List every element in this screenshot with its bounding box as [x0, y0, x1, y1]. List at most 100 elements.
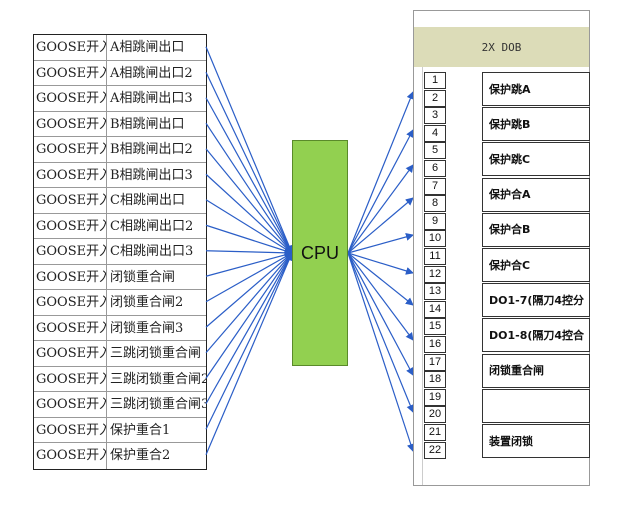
- input-arrow: [205, 252, 293, 379]
- input-arrow: [205, 252, 293, 328]
- goose-input-row: GOOSE开入闭锁重合闸3: [34, 315, 206, 341]
- input-arrow: [205, 252, 293, 430]
- terminal-14: 14: [424, 300, 446, 318]
- goose-input-name: 保护重合2: [110, 448, 171, 463]
- output-function-box: DO1-8(隔刀4控合: [482, 318, 590, 353]
- goose-input-row: GOOSE开入保护重合2: [34, 443, 206, 469]
- terminal-18: 18: [424, 371, 446, 389]
- output-function-box: 保护合A: [482, 177, 590, 212]
- input-arrow: [205, 252, 293, 303]
- goose-input-name: C相跳闸出口2: [110, 218, 194, 234]
- output-function-box: 闭锁重合闸: [482, 353, 590, 388]
- goose-input-name: 三跳闭锁重合闸3: [110, 397, 206, 412]
- input-arrow: [205, 252, 293, 354]
- terminal-5: 5: [424, 142, 446, 160]
- output-function-box: 装置闭锁: [482, 424, 590, 458]
- goose-input-name: C相跳闸出口: [110, 193, 185, 208]
- terminal-17: 17: [424, 353, 446, 371]
- terminal-4: 4: [424, 124, 446, 142]
- goose-input-row: GOOSE开入保护重合1: [34, 417, 206, 443]
- input-arrow: [205, 148, 293, 254]
- output-function-box: 保护跳C: [482, 142, 590, 177]
- output-arrow: [347, 252, 414, 341]
- goose-input-type: GOOSE开入: [34, 35, 107, 60]
- input-arrow: [205, 248, 293, 257]
- input-arrow: [205, 71, 293, 254]
- goose-input-type: GOOSE开入: [34, 366, 107, 391]
- output-function-box: 保护跳A: [482, 72, 590, 106]
- terminal-12: 12: [424, 265, 446, 283]
- output-arrow: [347, 197, 414, 254]
- output-arrow: [347, 252, 415, 452]
- goose-input-row: GOOSE开入闭锁重合闸2: [34, 290, 206, 316]
- terminal-16: 16: [424, 336, 446, 353]
- output-arrow: [347, 252, 414, 275]
- goose-input-type: GOOSE开入: [34, 315, 107, 340]
- goose-input-row: GOOSE开入三跳闭锁重合闸3: [34, 392, 206, 418]
- output-arrow: [347, 252, 414, 306]
- goose-input-name: B相跳闸出口3: [110, 167, 193, 183]
- input-arrow: [205, 224, 293, 255]
- goose-input-type: GOOSE开入: [34, 264, 107, 289]
- goose-input-type: GOOSE开入: [34, 290, 107, 315]
- terminal-3: 3: [424, 107, 446, 125]
- goose-input-type: GOOSE开入: [34, 111, 107, 136]
- input-arrow: [205, 252, 293, 405]
- goose-input-name: 保护重合1: [110, 422, 171, 438]
- output-arrow: [347, 91, 415, 254]
- terminal-21: 21: [424, 424, 446, 441]
- terminal-2: 2: [424, 89, 446, 107]
- goose-input-row: GOOSE开入闭锁重合闸: [34, 264, 206, 290]
- input-arrow: [205, 97, 293, 254]
- output-arrow: [347, 233, 414, 254]
- terminal-6: 6: [424, 160, 446, 177]
- goose-input-type: GOOSE开入: [34, 86, 107, 111]
- goose-input-type: GOOSE开入: [34, 188, 107, 213]
- goose-input-row: GOOSE开入三跳闭锁重合闸2: [34, 366, 206, 392]
- output-arrow: [347, 252, 415, 413]
- goose-input-name: B相跳闸出口: [110, 116, 185, 132]
- output-function-box: 保护合C: [482, 248, 590, 282]
- input-arrow: [205, 122, 293, 254]
- goose-input-name: A相跳闸出口3: [110, 91, 193, 106]
- terminal-8: 8: [424, 195, 446, 213]
- goose-input-name: 三跳闭锁重合闸2: [110, 371, 206, 387]
- goose-input-type: GOOSE开入: [34, 443, 107, 469]
- cpu-block: CPU: [292, 140, 348, 366]
- goose-input-type: GOOSE开入: [34, 392, 107, 417]
- terminal-9: 9: [424, 212, 446, 230]
- goose-input-type: GOOSE开入: [34, 213, 107, 238]
- goose-input-name: 三跳闭锁重合闸: [110, 346, 202, 361]
- output-arrow: [347, 164, 414, 254]
- goose-input-name: B相跳闸出口2: [110, 142, 193, 157]
- terminal-20: 20: [424, 406, 446, 424]
- dob-title: 2X DOB: [414, 27, 589, 67]
- goose-input-type: GOOSE开入: [34, 60, 107, 85]
- input-arrow: [205, 250, 293, 277]
- goose-input-name: 闭锁重合闸2: [110, 295, 184, 310]
- goose-input-type: GOOSE开入: [34, 137, 107, 162]
- output-function-box: [482, 388, 590, 423]
- goose-input-row: GOOSE开入三跳闭锁重合闸: [34, 341, 206, 367]
- goose-input-name: 闭锁重合闸3: [110, 320, 184, 336]
- goose-input-name: C相跳闸出口3: [110, 244, 194, 259]
- terminal-11: 11: [424, 248, 446, 265]
- terminal-13: 13: [424, 283, 446, 301]
- goose-input-type: GOOSE开入: [34, 162, 107, 187]
- input-arrow: [205, 46, 293, 254]
- terminal-19: 19: [424, 388, 446, 406]
- goose-input-name: A相跳闸出口2: [110, 65, 193, 81]
- terminal-7: 7: [424, 177, 446, 195]
- input-arrow: [205, 173, 293, 254]
- goose-input-name: A相跳闸出口: [110, 40, 185, 55]
- output-function-box: 保护合B: [482, 212, 590, 247]
